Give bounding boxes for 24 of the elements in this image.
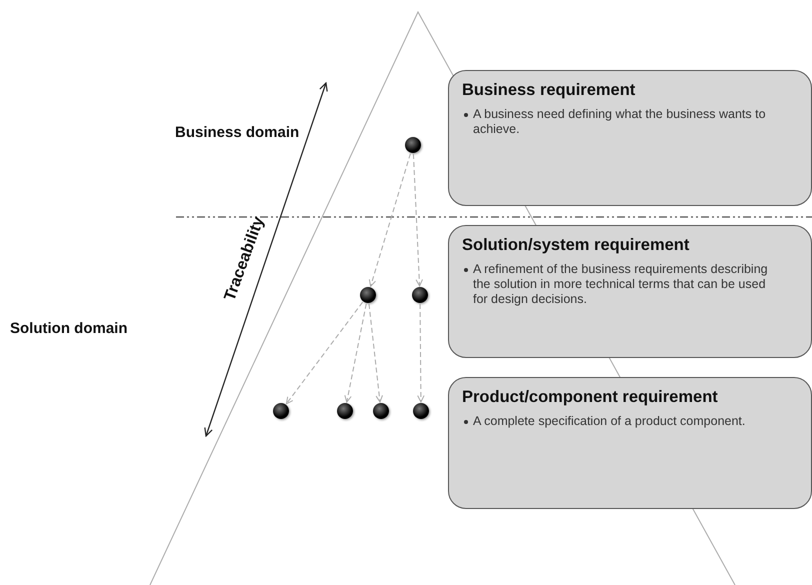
dashed-arrow [412,154,423,286]
requirement-box [448,377,812,509]
dot-marker [337,403,353,419]
domain-label: Business domain [175,124,300,141]
box-heading: Product/component requirement [462,388,719,407]
dashed-arrow [286,302,364,404]
dot-marker [360,287,376,303]
box-heading: Solution/system requirement [462,236,690,255]
dashed-arrow [368,153,411,287]
requirement-box [448,225,812,358]
dot-marker [373,403,389,419]
dashed-arrow [344,303,367,403]
bullet-text: A business need defining what the business wants to achieve. [473,107,767,137]
bullet-text: A complete specification of a product component. [473,414,746,429]
bullet-text: A refinement of the business requirements describing the solution in more technical terms that can be used for design decisions. [473,262,769,307]
dot-marker [273,403,289,419]
dot-marker [413,403,429,419]
requirement-box [448,70,812,206]
box-heading: Business requirement [462,81,636,100]
dashed-arrow [368,303,383,403]
domain-label: Solution domain [10,320,128,337]
dot-marker [405,137,421,153]
dot-marker [412,287,428,303]
dashed-arrow [417,304,425,402]
